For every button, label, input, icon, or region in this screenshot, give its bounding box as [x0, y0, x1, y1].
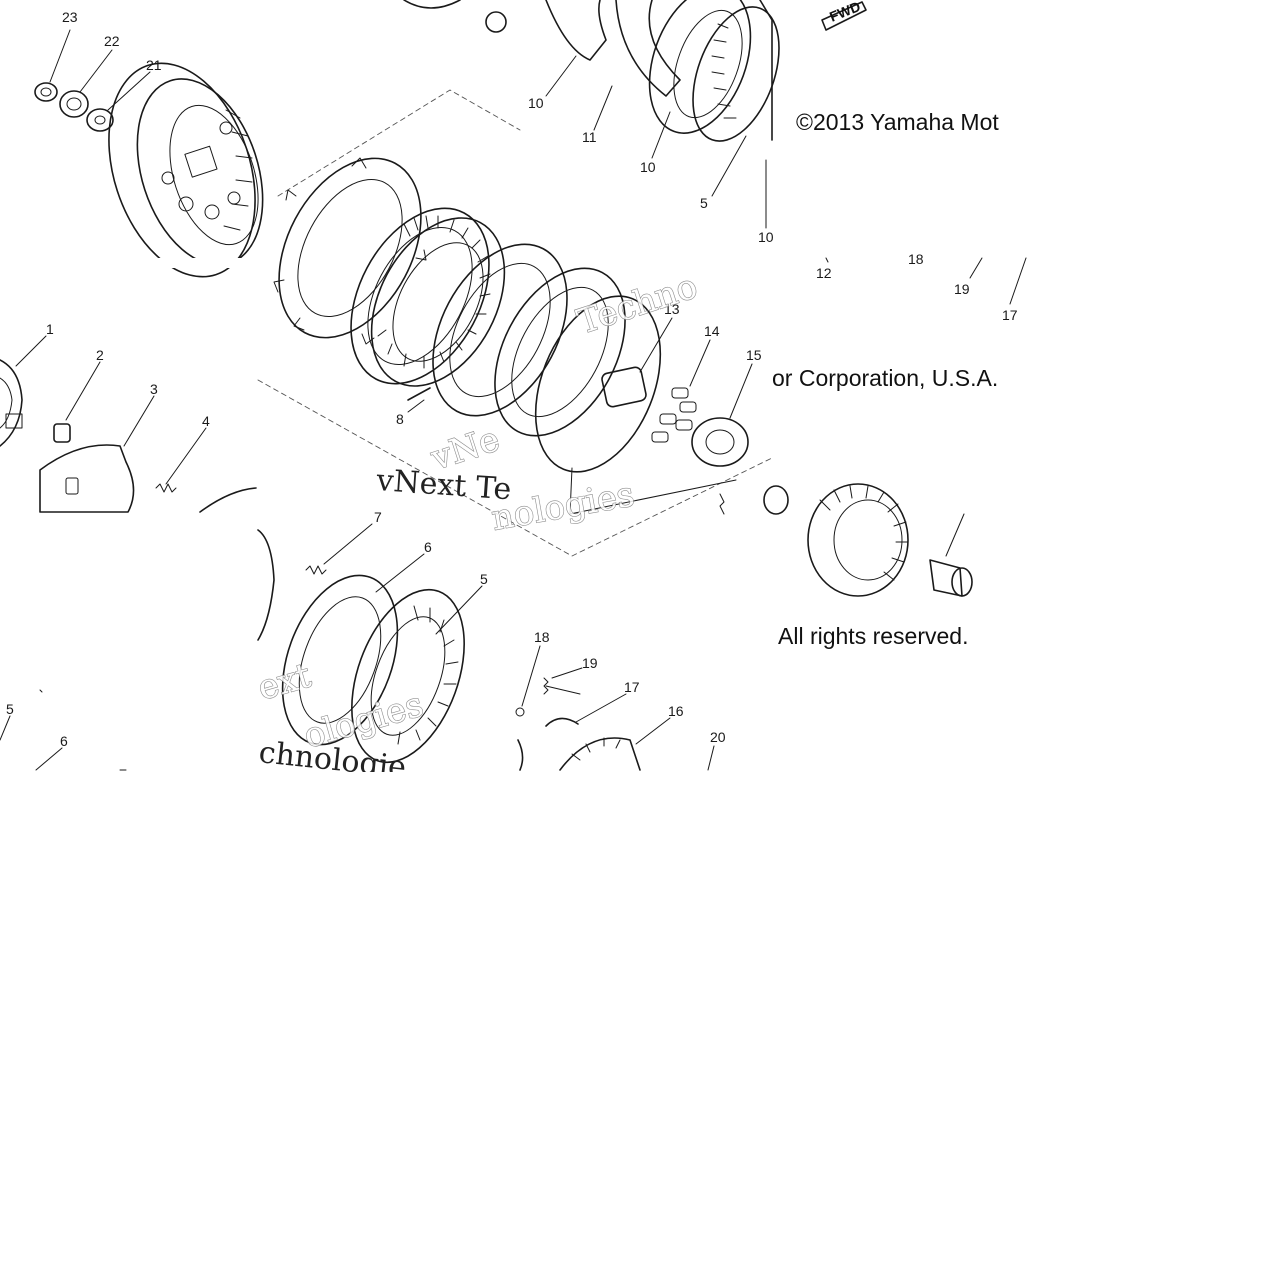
blank-area	[0, 772, 1285, 1285]
tile-top-center: 10 11 10 5 10	[403, 0, 780, 245]
callout-22: 22	[104, 33, 120, 49]
callout-18-top: 18	[908, 251, 924, 267]
callout-19-bottom: 19	[582, 655, 598, 671]
callout-15: 15	[746, 347, 762, 363]
tile-middle-right: or Corporation, U.S.A. All rights reserv…	[763, 365, 998, 649]
tile-gap	[258, 0, 260, 90]
bushing-drawing	[929, 513, 973, 597]
tile-bottom-center-right: 18 19 17 16 20	[515, 629, 726, 771]
callout-12: 12	[816, 265, 832, 281]
callout-3: 3	[150, 381, 158, 397]
watermark-line-g: vNe	[425, 419, 504, 479]
tile-middle-left: 1 2 3 4	[0, 321, 257, 513]
callout-5-bottom: 5	[480, 571, 488, 587]
copyright-line-2: or Corporation, U.S.A.	[772, 365, 998, 391]
primary-gear-drawing	[763, 483, 909, 597]
tile-center: 8 13 14 15 vNext Te Techno nologies vNe	[257, 89, 773, 557]
callout-17-bottom: 17	[624, 679, 640, 695]
callout-7: 7	[374, 509, 382, 525]
upper-plate-stack	[545, 0, 780, 142]
watermark-line-b: Techno	[572, 266, 702, 342]
tile-top-right: FWD ©2013 Yamaha Mot 12 18 19 17	[796, 0, 1027, 323]
fwd-arrow-badge: FWD	[821, 0, 867, 31]
callout-6-left: 6	[60, 733, 68, 749]
callout-2: 2	[96, 347, 104, 363]
tile-top-left: 23 22 21	[34, 9, 264, 278]
clutch-housing-drawing	[34, 29, 264, 278]
tile-bottom-left: 5 6	[0, 689, 127, 771]
callout-6-bottom: 6	[424, 539, 432, 555]
clutch-plate-stack	[273, 157, 662, 473]
callout-19-top: 19	[954, 281, 970, 297]
callout-1: 1	[46, 321, 54, 337]
callout-11: 11	[582, 129, 597, 145]
callout-4: 4	[202, 413, 210, 429]
callout-17-top: 17	[1002, 307, 1018, 323]
callout-18-bottom: 18	[534, 629, 550, 645]
tile-gap	[0, 258, 258, 268]
callout-14: 14	[704, 323, 720, 339]
callout-10-c: 10	[758, 229, 774, 245]
callout-16: 16	[668, 703, 684, 719]
copyright-line-1: ©2013 Yamaha Mot	[796, 109, 999, 135]
callout-5-left: 5	[6, 701, 14, 717]
callout-13: 13	[664, 301, 680, 317]
watermark-line-e: ext	[253, 656, 315, 709]
callout-10-b: 10	[640, 159, 656, 175]
callout-10-a: 10	[528, 95, 544, 111]
blank-area	[1030, 0, 1285, 772]
tile-bottom-center: 7 6 5 ext ologies chnologie	[253, 509, 488, 785]
callout-8: 8	[396, 411, 404, 427]
copyright-line-3: All rights reserved.	[778, 623, 968, 649]
callout-23: 23	[62, 9, 78, 25]
callout-20: 20	[710, 729, 726, 745]
callout-5-top: 5	[700, 195, 708, 211]
callout-21: 21	[146, 57, 162, 73]
